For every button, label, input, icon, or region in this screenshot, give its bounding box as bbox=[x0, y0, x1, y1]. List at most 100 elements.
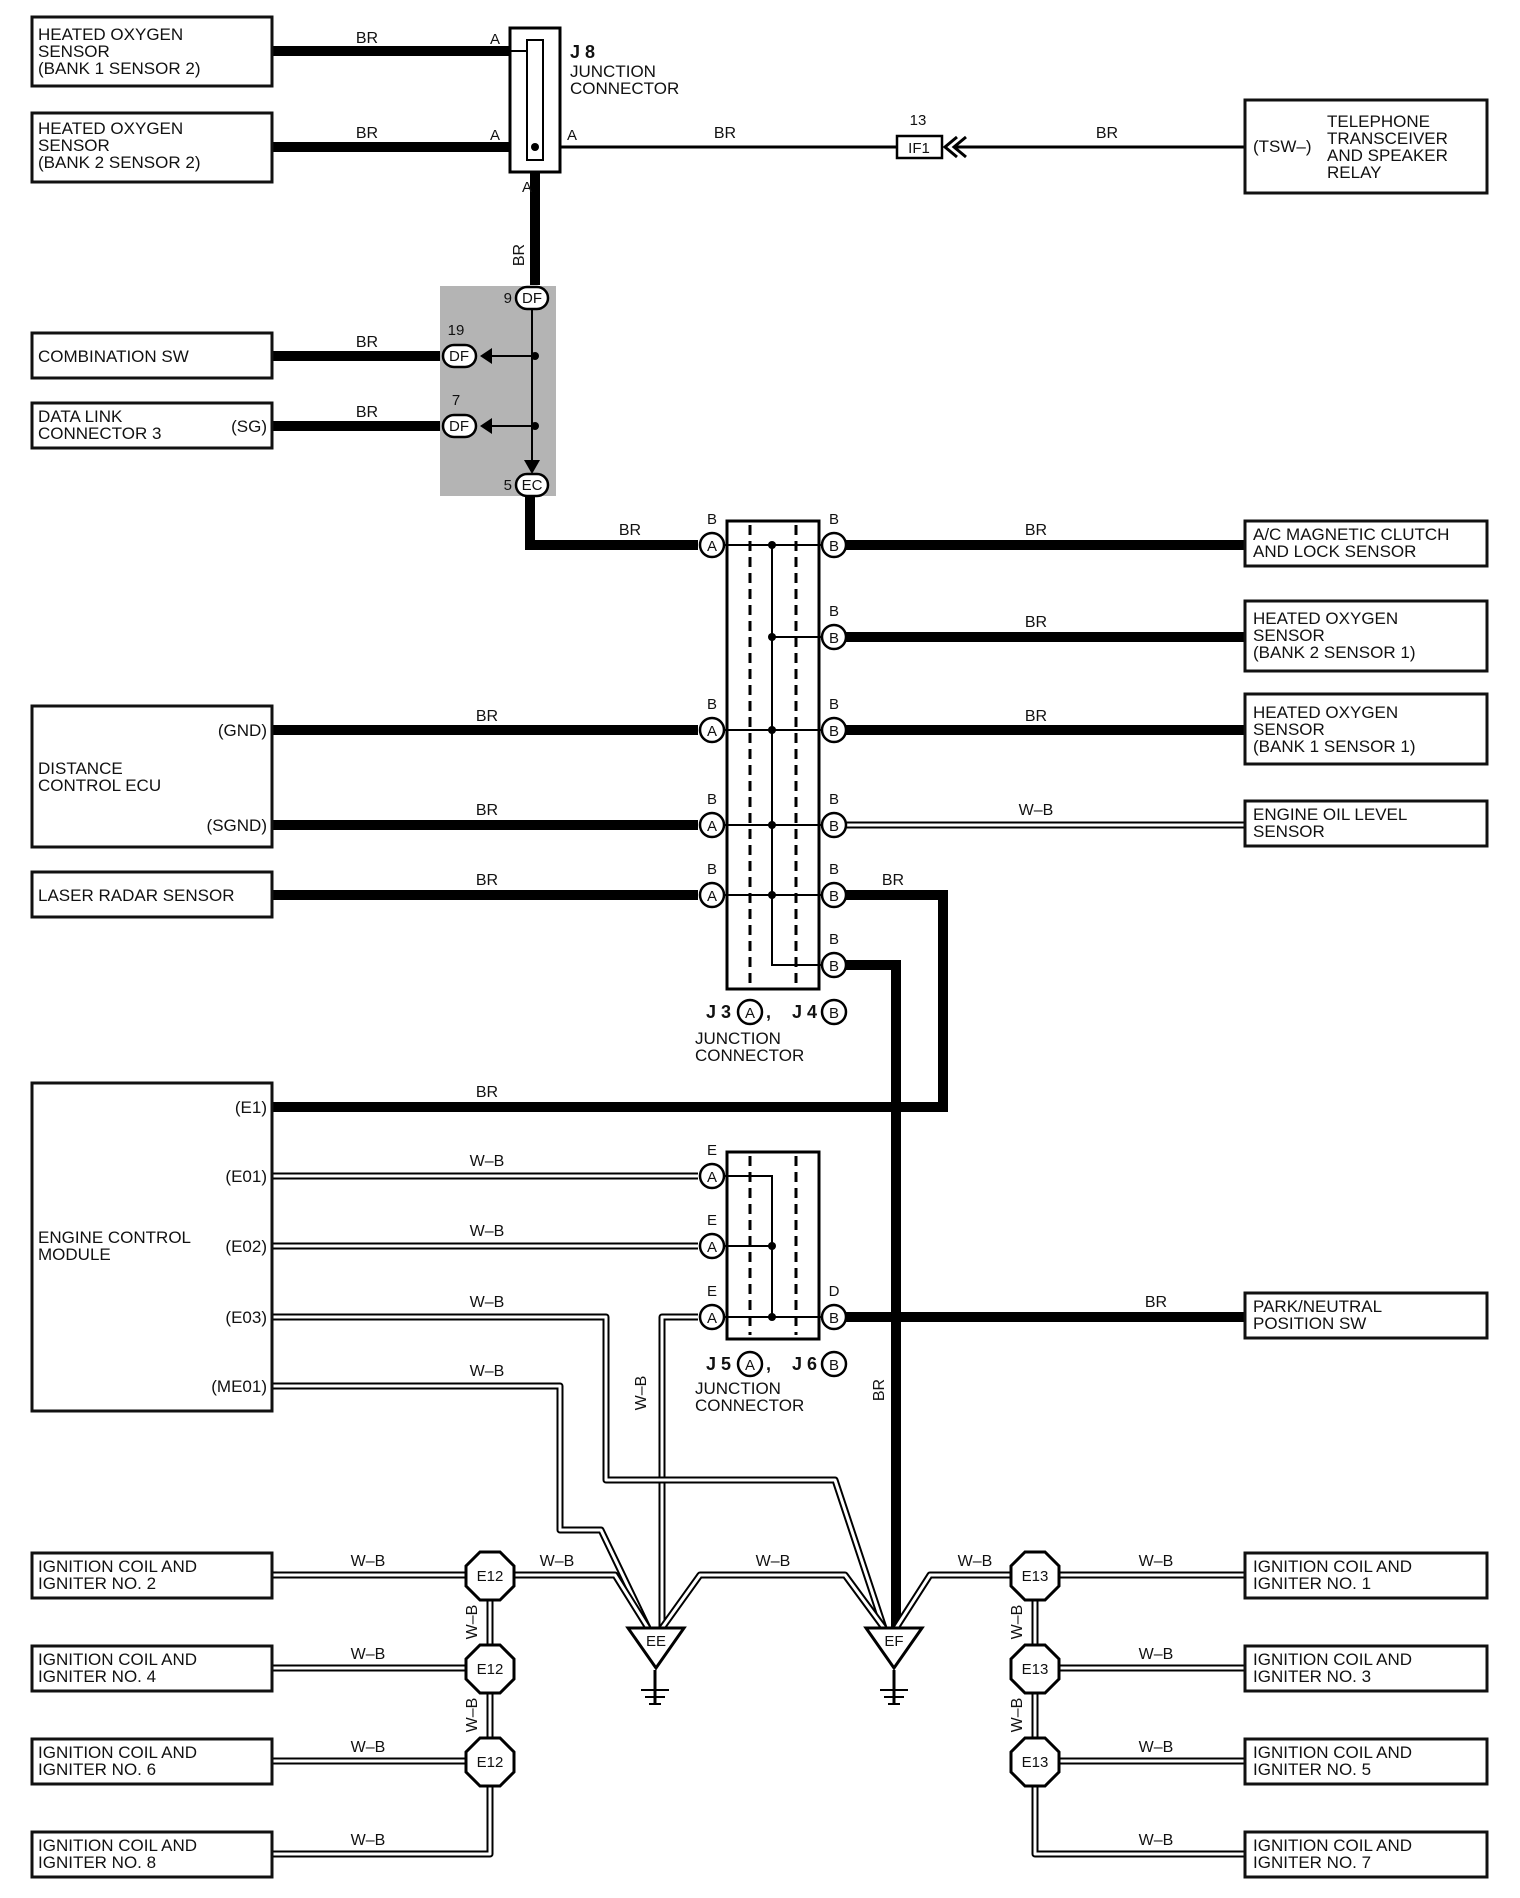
e13-splice-1 bbox=[1009, 1550, 1061, 1602]
svg-text:A: A bbox=[707, 1239, 717, 1256]
j3-id: J 3 bbox=[706, 1002, 731, 1022]
svg-text:B: B bbox=[829, 818, 839, 835]
svg-text:B: B bbox=[707, 696, 717, 713]
svg-text:B: B bbox=[829, 1357, 839, 1374]
ecm-pin-e03: (E03) bbox=[225, 1308, 267, 1327]
ecm-box bbox=[30, 1081, 274, 1413]
telephone-pin-label: (TSW–) bbox=[1253, 137, 1312, 156]
df-pin7 bbox=[441, 413, 478, 439]
svg-text:W–B: W–B bbox=[1139, 1553, 1174, 1570]
svg-text:W–B: W–B bbox=[1139, 1739, 1174, 1756]
splices-e12: E12 E12 E12 bbox=[464, 1550, 516, 1788]
component-boxes bbox=[30, 15, 1489, 1879]
j5-id: J 5 bbox=[706, 1354, 731, 1374]
df-pin9 bbox=[514, 285, 550, 311]
svg-text:B: B bbox=[707, 861, 717, 878]
svg-text:E: E bbox=[707, 1212, 717, 1229]
svg-text:W–B: W–B bbox=[464, 1605, 481, 1640]
svg-text:BR: BR bbox=[882, 872, 904, 889]
wb-wires bbox=[272, 821, 1245, 1858]
distance-ecu-box bbox=[30, 704, 274, 849]
svg-text:B: B bbox=[829, 1005, 839, 1022]
laser-radar-box bbox=[30, 870, 274, 919]
svg-text:A: A bbox=[745, 1005, 755, 1022]
wires bbox=[272, 46, 1245, 1858]
ign7-box bbox=[1243, 1830, 1489, 1879]
svg-text:BR: BR bbox=[356, 334, 378, 351]
wire-j4-to-ef bbox=[846, 960, 901, 1628]
svg-text:B: B bbox=[707, 791, 717, 808]
svg-text:W–B: W–B bbox=[351, 1646, 386, 1663]
svg-text:W–B: W–B bbox=[756, 1553, 791, 1570]
ho-b2s1-box bbox=[1243, 599, 1489, 673]
svg-text:E13: E13 bbox=[1022, 1568, 1049, 1585]
e13-splice-3 bbox=[1009, 1736, 1061, 1788]
ground-ee: EE bbox=[625, 1626, 687, 1705]
svg-text:W–B: W–B bbox=[958, 1553, 993, 1570]
ec-pin5 bbox=[514, 472, 550, 498]
if1-label: IF1 bbox=[908, 140, 930, 157]
svg-text:W–B: W–B bbox=[464, 1698, 481, 1733]
svg-text:BR: BR bbox=[619, 522, 641, 539]
e12-splice-2 bbox=[464, 1643, 516, 1695]
svg-text:B: B bbox=[829, 958, 839, 975]
svg-text:E12: E12 bbox=[477, 1568, 504, 1585]
svg-text:B: B bbox=[829, 888, 839, 905]
svg-text:A: A bbox=[745, 1357, 755, 1374]
j8-inner-rail bbox=[526, 39, 544, 161]
ign8-box bbox=[30, 1830, 274, 1879]
dlc3-pin-label: (SG) bbox=[231, 417, 267, 436]
svg-text:W–B: W–B bbox=[540, 1553, 575, 1570]
svg-text:A: A bbox=[707, 1169, 717, 1186]
svg-text:BR: BR bbox=[1025, 614, 1047, 631]
svg-text:W–B: W–B bbox=[351, 1739, 386, 1756]
svg-text:A: A bbox=[567, 127, 577, 144]
svg-text:BR: BR bbox=[476, 802, 498, 819]
svg-text:B: B bbox=[707, 511, 717, 528]
svg-text:BR: BR bbox=[476, 1084, 498, 1101]
svg-text:DF: DF bbox=[522, 290, 542, 307]
svg-text:,: , bbox=[766, 1002, 771, 1022]
e12-splice-3 bbox=[464, 1736, 516, 1788]
ign3-box bbox=[1243, 1644, 1489, 1693]
svg-text:BR: BR bbox=[356, 30, 378, 47]
svg-text:W–B: W–B bbox=[351, 1832, 386, 1849]
svg-text:EC: EC bbox=[522, 477, 543, 494]
svg-text:19: 19 bbox=[448, 322, 465, 339]
shaded-area bbox=[440, 286, 556, 496]
combination-sw-box bbox=[30, 331, 274, 380]
if1-body bbox=[895, 134, 944, 160]
svg-text:E: E bbox=[707, 1142, 717, 1159]
splices-e13: E13 E13 E13 bbox=[1009, 1550, 1061, 1788]
svg-text:BR: BR bbox=[871, 1379, 888, 1401]
svg-text:W–B: W–B bbox=[470, 1153, 505, 1170]
svg-text:W–B: W–B bbox=[1009, 1605, 1026, 1640]
svg-text:EF: EF bbox=[884, 1633, 903, 1650]
svg-text:B: B bbox=[829, 603, 839, 620]
svg-text:5: 5 bbox=[504, 477, 512, 494]
svg-text:BR: BR bbox=[511, 244, 528, 266]
svg-text:E12: E12 bbox=[477, 1754, 504, 1771]
svg-text:BR: BR bbox=[1096, 125, 1118, 142]
wire-color-labels: BR BR BR BR BR BR BR BR BR BR BR BR BR W… bbox=[351, 30, 1174, 1849]
svg-text:W–B: W–B bbox=[1139, 1646, 1174, 1663]
svg-text:E13: E13 bbox=[1022, 1661, 1049, 1678]
svg-text:13: 13 bbox=[910, 112, 927, 129]
svg-text:D: D bbox=[829, 1283, 840, 1300]
svg-text:B: B bbox=[829, 538, 839, 555]
svg-text:A: A bbox=[707, 538, 717, 555]
